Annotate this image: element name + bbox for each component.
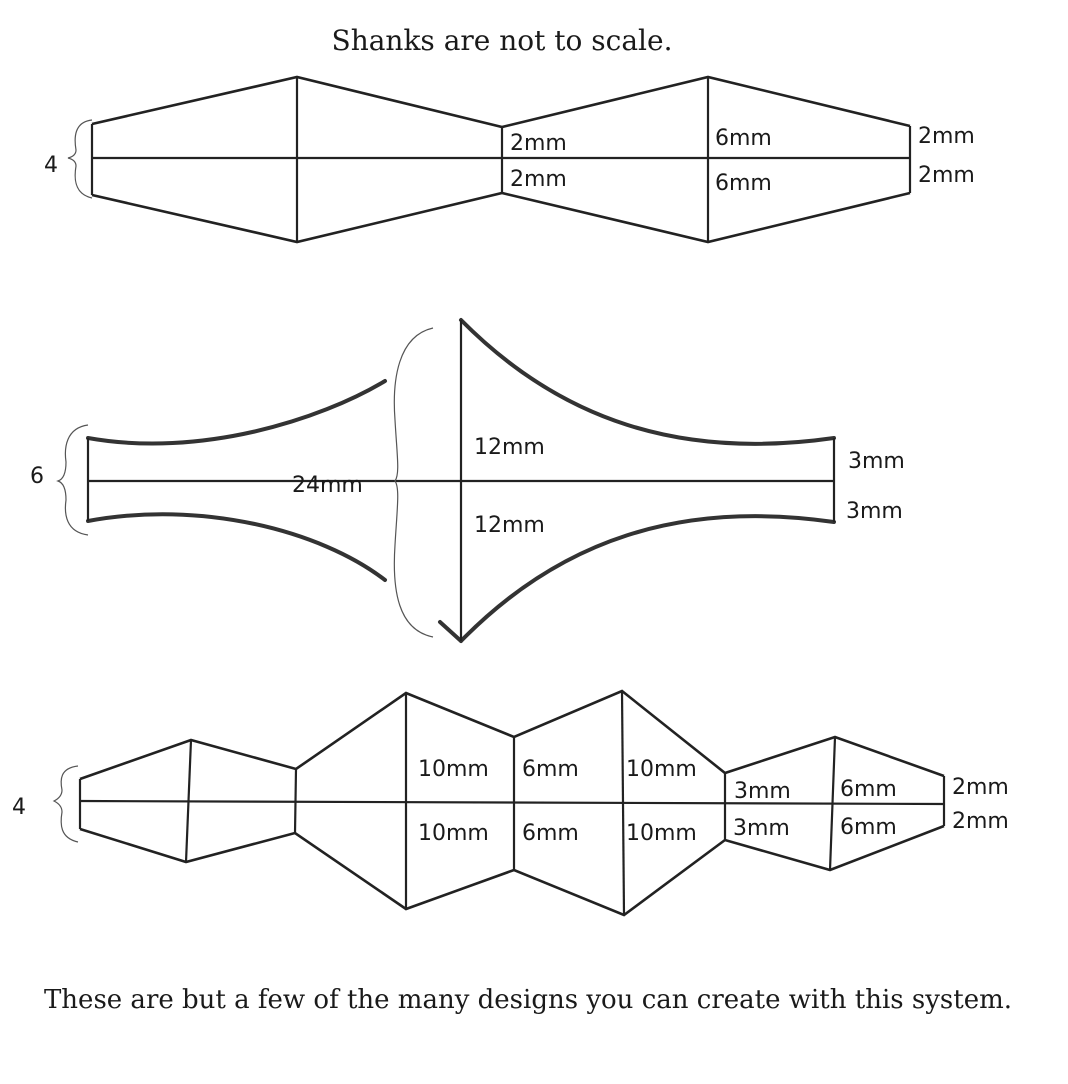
design-3-label-s5-top: 6mm [840,777,897,802]
design-3-label-s1-bottom: 10mm [418,821,489,846]
design-2-height-brace [56,424,89,536]
design-1-label-c-top: 2mm [918,124,975,149]
design-1-bottom-outline [91,191,911,244]
design-3-top-outline [79,689,945,781]
design-2-top-right-curve [459,318,836,446]
design-3-label-s2-bottom: 6mm [522,821,579,846]
design-2-label-right-bottom: 3mm [846,499,903,524]
design-3: 4 10mm 10mm 6mm 6mm 10mm 10mm 3mm 3mm 6m… [12,689,1009,917]
design-1-height-label: 4 [44,153,58,178]
design-3-label-s2-top: 6mm [522,757,579,782]
design-3-height-label: 4 [12,795,26,820]
design-2-height-label: 6 [30,464,44,489]
design-1-label-a-top: 2mm [510,131,567,156]
design-3-label-s4-bottom: 3mm [733,816,790,841]
design-2-bottom-right-curve [459,514,836,643]
title: Shanks are not to scale. [332,24,673,57]
design-3-label-s3-bottom: 10mm [626,821,697,846]
design-2-label-center-bottom: 12mm [474,513,545,538]
caption: These are but a few of the many designs … [44,985,1012,1015]
design-1-top-outline [91,75,911,129]
design-1-label-b-bottom: 6mm [715,171,772,196]
design-3-label-s3-top: 10mm [626,757,697,782]
design-2-left-tip [438,620,463,643]
design-2-bottom-left-curve [86,512,387,582]
design-3-label-s5-bottom: 6mm [840,815,897,840]
design-1-height-brace [67,119,93,199]
design-2: 6 24mm 12mm 12mm 3mm 3mm [30,318,905,643]
design-2-total-label: 24mm [292,473,363,498]
design-3-label-s1-top: 10mm [418,757,489,782]
design-3-label-s6-bottom: 2mm [952,809,1009,834]
design-3-bottom-outline [79,824,945,917]
design-3-label-s6-top: 2mm [952,775,1009,800]
design-3-height-brace [52,765,79,843]
design-3-center-axis [79,799,945,806]
design-1-label-b-top: 6mm [715,126,772,151]
design-2-total-brace [393,327,434,638]
design-2-label-right-top: 3mm [848,449,905,474]
design-1-label-a-bottom: 2mm [510,167,567,192]
design-2-label-center-top: 12mm [474,435,545,460]
design-1: 4 2mm 2mm 6mm 6mm 2mm 2mm [44,75,975,244]
design-3-label-s4-top: 3mm [734,779,791,804]
design-2-top-left-curve [86,379,387,446]
design-1-label-c-bottom: 2mm [918,163,975,188]
